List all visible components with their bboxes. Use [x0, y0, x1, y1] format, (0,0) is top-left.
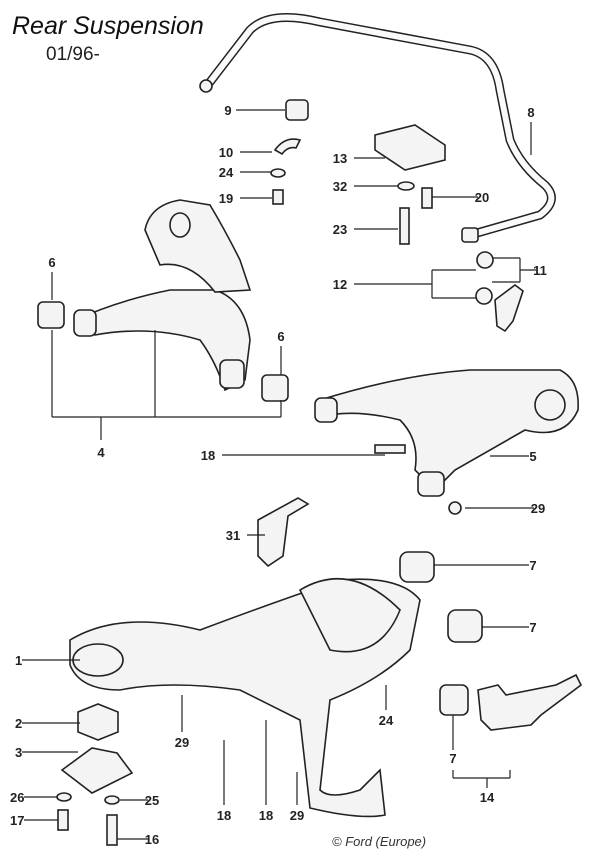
callout-4: 4 — [51, 330, 282, 460]
bracket-3 — [60, 747, 134, 794]
callout-29: 29 — [175, 695, 189, 750]
callout-11: 11 — [492, 257, 547, 283]
callout-number: 8 — [527, 105, 534, 120]
callout-number: 10 — [219, 145, 233, 160]
callout-number: 12 — [333, 277, 347, 292]
callout-number: 18 — [201, 448, 215, 463]
callout-number: 24 — [379, 713, 394, 728]
callout-9: 9 — [224, 103, 285, 118]
washer-32 — [397, 181, 415, 191]
leader-line — [51, 330, 282, 440]
lower-arm-right — [314, 369, 579, 515]
leader-line — [492, 257, 536, 283]
callout-26: 26 — [10, 790, 58, 805]
callout-number: 29 — [175, 735, 189, 750]
rubber-mount-2 — [77, 703, 119, 741]
callout-31: 31 — [226, 528, 265, 543]
callout-number: 5 — [529, 449, 536, 464]
callout-1: 1 — [15, 653, 80, 668]
callout-3: 3 — [15, 745, 78, 760]
callout-29: 29 — [290, 772, 304, 823]
callout-24: 24 — [219, 165, 272, 180]
callout-number: 20 — [475, 190, 489, 205]
callout-7: 7 — [434, 558, 537, 573]
callout-number: 24 — [219, 165, 234, 180]
leader-line — [452, 770, 511, 788]
washer-25 — [104, 795, 120, 805]
callout-number: 6 — [277, 329, 284, 344]
subframe — [69, 551, 483, 818]
callout-number: 25 — [145, 793, 159, 808]
callout-13: 13 — [333, 151, 385, 166]
washer-24 — [270, 168, 286, 178]
callout-number: 17 — [10, 813, 24, 828]
bar-end-bush — [461, 227, 479, 243]
diagram-date-range: 01/96- — [46, 44, 100, 65]
callout-number: 7 — [529, 558, 536, 573]
callout-number: 29 — [290, 808, 304, 823]
callout-number: 31 — [226, 528, 240, 543]
callout-number: 3 — [15, 745, 22, 760]
diagram-title: Rear Suspension — [12, 12, 204, 40]
clamp-10 — [273, 138, 302, 156]
callout-number: 7 — [449, 751, 456, 766]
callout-29: 29 — [465, 501, 545, 516]
callout-number: 32 — [333, 179, 347, 194]
callout-number: 29 — [531, 501, 545, 516]
callout-17: 17 — [10, 813, 58, 828]
callout-number: 13 — [333, 151, 347, 166]
leader-line — [354, 269, 476, 299]
callout-number: 19 — [219, 191, 233, 206]
callout-number: 7 — [529, 620, 536, 635]
bolt-20 — [421, 187, 433, 209]
callout-number: 14 — [480, 790, 495, 805]
callout-16: 16 — [117, 832, 159, 847]
callout-19: 19 — [219, 191, 272, 206]
washer-26 — [56, 792, 72, 802]
bolt-19 — [272, 189, 284, 205]
callout-7: 7 — [449, 715, 457, 766]
callout-number: 11 — [533, 263, 547, 278]
bolt-16 — [106, 814, 118, 846]
callout-number: 26 — [10, 790, 24, 805]
callout-6: 6 — [277, 329, 285, 375]
callout-number: 1 — [15, 653, 22, 668]
callout-number: 6 — [48, 255, 55, 270]
callout-5: 5 — [490, 449, 537, 464]
bushing-set-14 — [439, 673, 583, 731]
stabilizer-bar — [199, 13, 556, 240]
callout-25: 25 — [120, 793, 159, 808]
callout-10: 10 — [219, 145, 272, 160]
callout-14: 14 — [452, 770, 511, 805]
callout-24: 24 — [379, 685, 394, 728]
callout-7: 7 — [482, 620, 537, 635]
bolt-23 — [399, 207, 410, 245]
bushing-9 — [285, 99, 309, 121]
mount-13 — [374, 124, 446, 171]
callout-number: 18 — [217, 808, 231, 823]
callout-8: 8 — [527, 105, 535, 155]
stabilizer-link — [475, 251, 524, 333]
callout-12: 12 — [333, 269, 476, 299]
bracket-31 — [257, 497, 310, 568]
lower-arm-left — [37, 199, 289, 402]
callout-2: 2 — [15, 716, 80, 731]
callout-18: 18 — [201, 448, 385, 463]
callout-number: 23 — [333, 222, 347, 237]
callout-number: 18 — [259, 808, 273, 823]
callout-number: 4 — [97, 445, 105, 460]
callout-23: 23 — [333, 222, 398, 237]
callout-32: 32 — [333, 179, 398, 194]
callout-number: 9 — [224, 103, 231, 118]
callout-6: 6 — [48, 255, 56, 300]
callout-18: 18 — [217, 740, 231, 823]
bolt-17 — [57, 809, 69, 831]
callout-number: 2 — [15, 716, 22, 731]
callout-18: 18 — [259, 720, 273, 823]
copyright-notice: © Ford (Europe) — [332, 834, 427, 849]
callout-20: 20 — [432, 190, 489, 205]
callout-number: 16 — [145, 832, 159, 847]
